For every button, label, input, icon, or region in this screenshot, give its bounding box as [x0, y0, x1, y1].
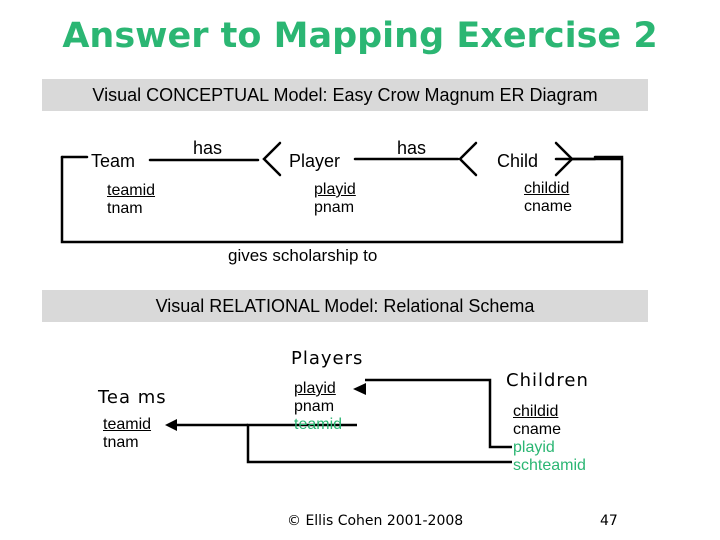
table-children-name: Children — [506, 370, 589, 391]
players-attr: pnam — [294, 398, 335, 415]
rel-team-child-label: gives scholarship to — [228, 246, 378, 265]
entity-team-name: Team — [91, 151, 136, 171]
table-teams-name: Tea ms — [98, 387, 167, 408]
players-key-attr: playid — [294, 380, 336, 397]
entity-team-attrs: teamid tnam — [107, 182, 155, 218]
table-children-attrs: childid cname playid schteamid — [513, 403, 586, 475]
table-players-name: Players — [291, 348, 364, 369]
teams-attr: tnam — [103, 434, 139, 451]
children-fk-playid: playid — [513, 439, 555, 456]
table-players-attrs: playid pnam teamid — [294, 380, 342, 434]
relational-heading: Visual RELATIONAL Model: Relational Sche… — [42, 290, 648, 322]
teams-key-attr: teamid — [103, 416, 152, 433]
team-key-attr: teamid — [107, 182, 156, 199]
players-teamid-fk-line — [246, 423, 512, 464]
children-playid-fk-line — [365, 378, 512, 449]
teams-arrowhead-icon — [165, 419, 177, 431]
player-crowfoot-icon — [262, 141, 282, 177]
child-crowfoot-icon — [458, 141, 478, 177]
rel-team-player-label: has — [193, 138, 223, 158]
entity-player-name: Player — [289, 151, 341, 171]
player-key-attr: playid — [314, 181, 356, 198]
team-attr: tnam — [107, 200, 143, 217]
footer-copyright: © Ellis Cohen 2001-2008 — [287, 513, 464, 529]
players-fk-attr: teamid — [294, 416, 343, 433]
children-key-attr: childid — [513, 403, 559, 420]
page-title: Answer to Mapping Exercise 2 — [62, 16, 658, 56]
child-key-attr: childid — [524, 180, 570, 197]
table-teams-attrs: teamid tnam — [103, 416, 151, 452]
players-arrowhead-icon — [353, 383, 366, 395]
team-entity-line — [60, 155, 624, 244]
children-fk-schteamid: schteamid — [513, 457, 586, 474]
page-number: 47 — [600, 513, 618, 529]
team-player-line — [60, 155, 260, 162]
entity-player-attrs: playid pnam — [314, 181, 356, 217]
children-attr: cname — [513, 421, 562, 438]
conceptual-heading: Visual CONCEPTUAL Model: Easy Crow Magnu… — [42, 79, 648, 111]
child-attr: cname — [524, 198, 573, 215]
entity-child-name: Child — [497, 151, 539, 171]
entity-child-attrs: childid cname — [524, 180, 572, 216]
rel-player-child-label: has — [397, 138, 427, 158]
player-attr: pnam — [314, 199, 355, 216]
